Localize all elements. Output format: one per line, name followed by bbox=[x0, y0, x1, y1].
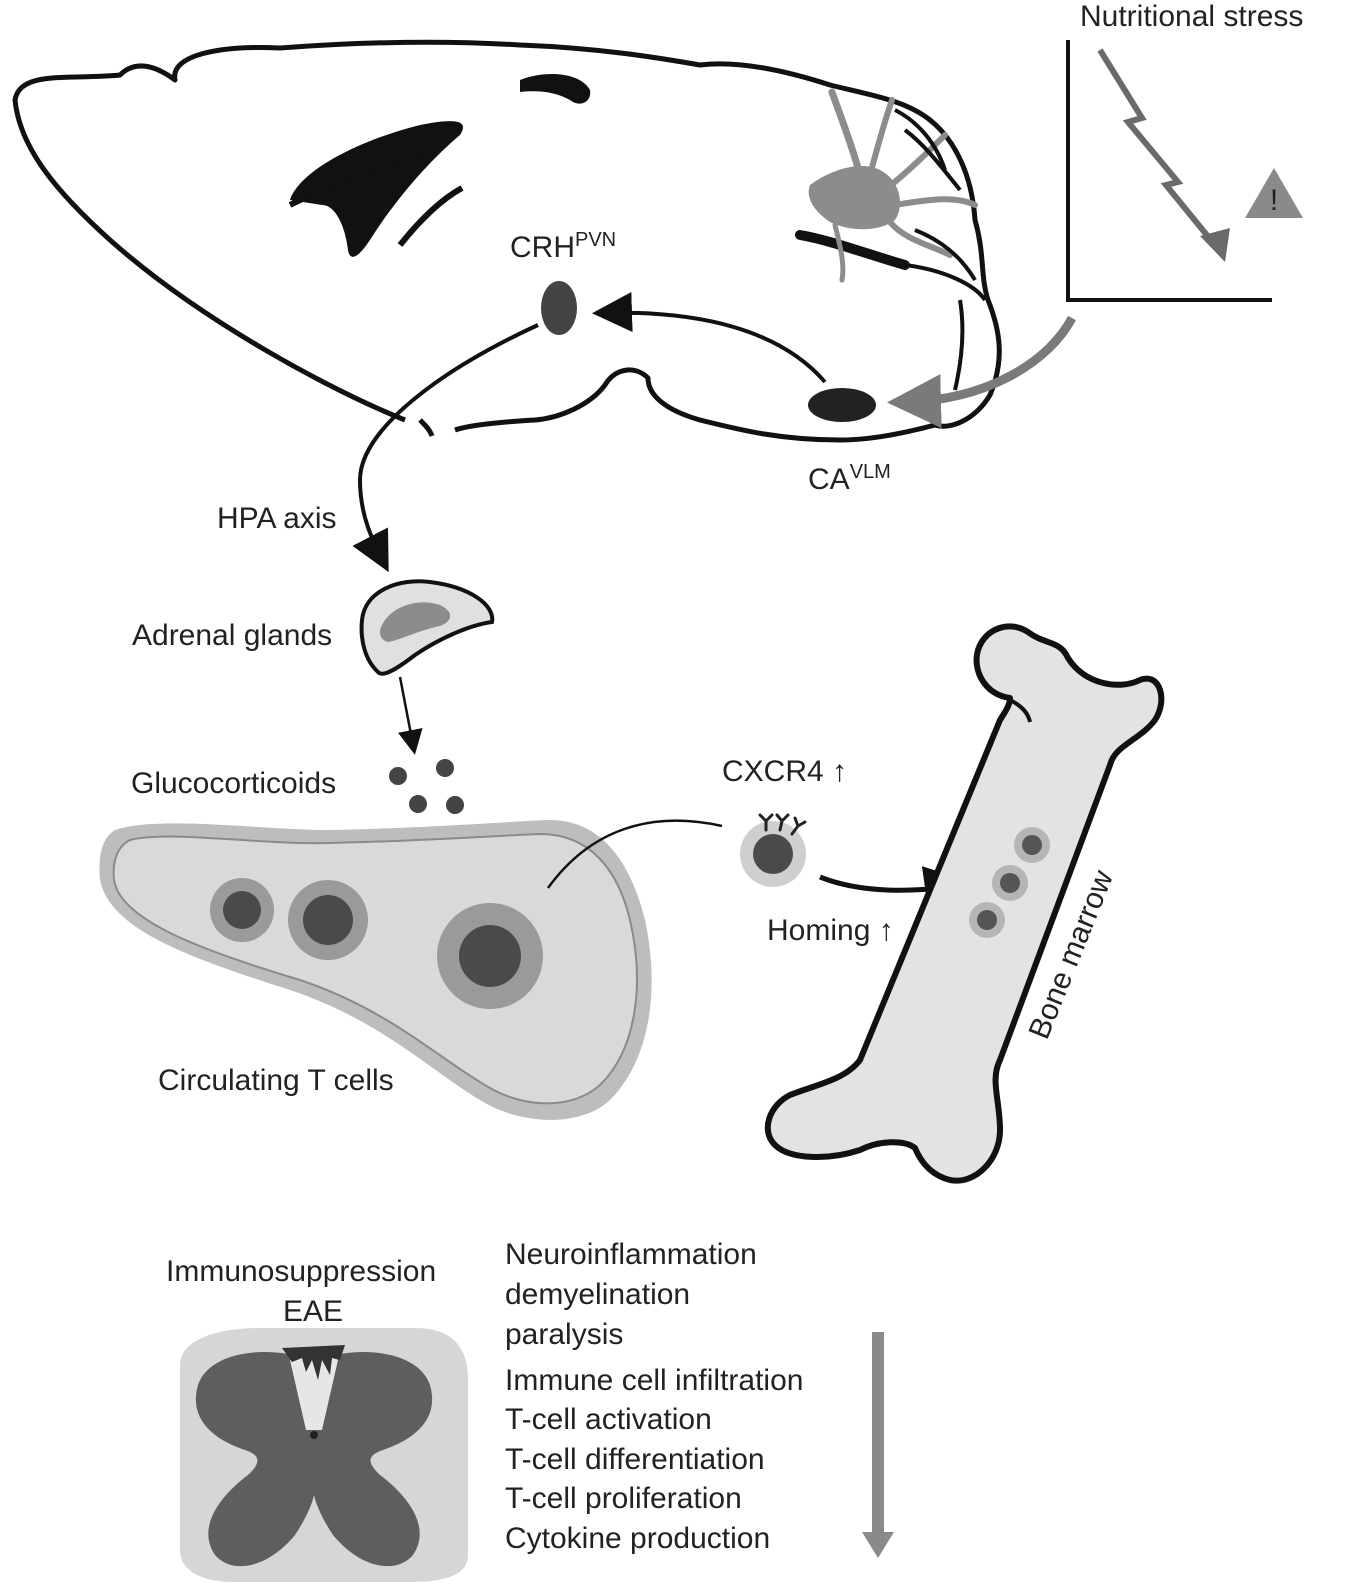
bone-marrow-cell bbox=[969, 902, 1005, 938]
cerebellum-arbor bbox=[808, 88, 978, 283]
t-cell bbox=[210, 878, 274, 942]
adrenal-gland bbox=[359, 579, 495, 676]
decline-arrowhead bbox=[1200, 228, 1230, 262]
arrow-hpa-axis bbox=[352, 323, 539, 573]
outcome-item: Cytokine production bbox=[505, 1522, 771, 1555]
ca-vlm-label: CAVLM bbox=[808, 461, 891, 498]
nutritional-stress-plot: ! bbox=[1066, 40, 1303, 302]
t-cell bbox=[437, 903, 543, 1009]
warning-mark: ! bbox=[1270, 184, 1278, 217]
glucocorticoids-label: Glucocorticoids bbox=[131, 767, 337, 800]
ca-text: CA bbox=[808, 463, 850, 496]
outcome-item: T-cell activation bbox=[505, 1403, 712, 1436]
cxcr4-t-cell bbox=[740, 813, 807, 887]
cxcr4-label: CXCR4 ↑ bbox=[722, 755, 848, 788]
immunosuppression-label: Immunosuppression bbox=[166, 1255, 437, 1288]
arrow-stress-to-ca bbox=[887, 315, 1076, 429]
arrow-adrenal-to-glucocorticoids bbox=[397, 676, 423, 755]
brain-outline bbox=[12, 39, 1002, 443]
ca-vlm-nucleus bbox=[808, 388, 876, 422]
cxcr4-receptors bbox=[758, 813, 807, 836]
crh-pvn-nucleus bbox=[541, 281, 577, 335]
outcome-item: T-cell differentiation bbox=[505, 1443, 765, 1476]
circulating-t-cells-label: Circulating T cells bbox=[158, 1064, 394, 1097]
homing-label: Homing ↑ bbox=[767, 914, 894, 947]
bone bbox=[764, 623, 1165, 1184]
outcome-item: Neuroinflammation bbox=[505, 1238, 757, 1271]
brain-ventricles bbox=[288, 74, 910, 270]
cerebellum-folia bbox=[894, 108, 977, 282]
outcome-item: demyelination bbox=[505, 1278, 691, 1311]
ca-superscript: VLM bbox=[849, 461, 891, 483]
nutritional-stress-label: Nutritional stress bbox=[1080, 0, 1304, 33]
hpa-axis-label: HPA axis bbox=[217, 502, 337, 535]
bone-marrow-cell bbox=[1014, 827, 1050, 863]
adrenal-glands-label: Adrenal glands bbox=[132, 619, 333, 652]
connector-vessel-to-cell bbox=[546, 819, 723, 889]
eae-label: EAE bbox=[283, 1295, 344, 1328]
crh-superscript: PVN bbox=[575, 229, 617, 251]
outcome-item: paralysis bbox=[505, 1318, 624, 1351]
t-cell bbox=[288, 880, 368, 960]
crh-text: CRH bbox=[510, 231, 575, 264]
arrow-ca-to-crh bbox=[592, 292, 827, 384]
spinal-cord-section bbox=[180, 1328, 468, 1582]
outcome-item: Immune cell infiltration bbox=[505, 1364, 804, 1397]
crh-pvn-label: CRHPVN bbox=[510, 229, 617, 266]
decline-line bbox=[1097, 48, 1218, 247]
outcome-item: T-cell proliferation bbox=[505, 1482, 742, 1515]
decrease-arrow bbox=[862, 1332, 894, 1558]
warning-icon bbox=[1245, 168, 1303, 218]
lesion-infiltrate bbox=[282, 1345, 345, 1380]
bone-marrow-cell bbox=[992, 865, 1028, 901]
